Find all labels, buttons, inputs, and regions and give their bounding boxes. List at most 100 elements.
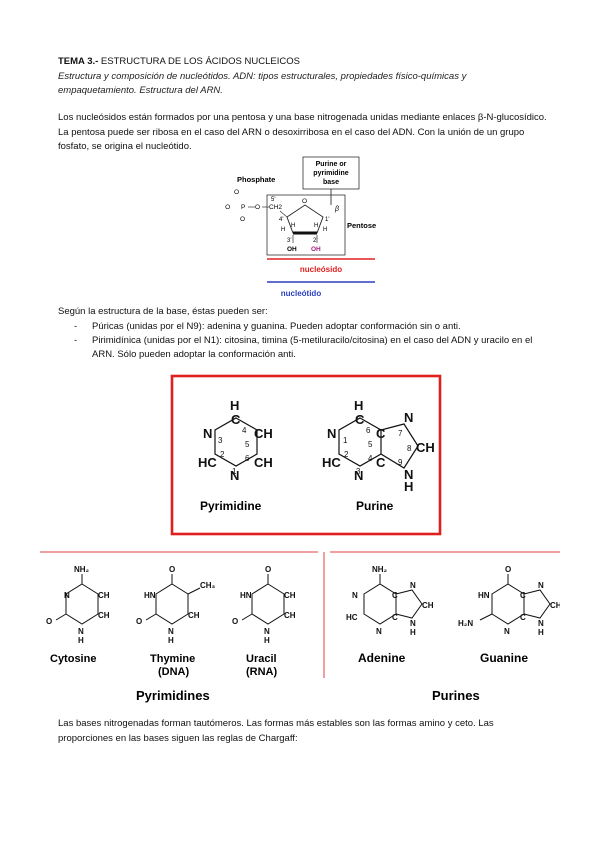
uracil-structure bbox=[241, 574, 285, 625]
svg-text:5: 5 bbox=[245, 440, 250, 449]
h-1prime: H bbox=[323, 227, 327, 233]
svg-text:N: N bbox=[264, 627, 270, 636]
guanine-structure bbox=[479, 574, 551, 625]
adenine-label: Adenine bbox=[358, 651, 406, 665]
svg-text:CH: CH bbox=[416, 440, 435, 455]
svg-text:O: O bbox=[505, 565, 511, 574]
svg-text:5: 5 bbox=[368, 440, 373, 449]
pos-2prime: 2' bbox=[313, 238, 317, 244]
svg-text:N: N bbox=[327, 426, 336, 441]
svg-text:H: H bbox=[354, 398, 363, 413]
c5-c4-bond bbox=[279, 210, 288, 218]
thymine-label: Thymine bbox=[150, 653, 195, 665]
svg-text:3: 3 bbox=[218, 436, 223, 445]
list-item-pirimidinicas: Pirimidínica (unidas por el N1): citosin… bbox=[74, 334, 554, 362]
svg-text:C: C bbox=[520, 591, 526, 600]
h-2prime: H bbox=[314, 223, 318, 229]
phosphate-o-bridge: O bbox=[255, 204, 260, 211]
svg-text:CH: CH bbox=[254, 455, 273, 470]
svg-text:NH₂: NH₂ bbox=[74, 565, 90, 574]
svg-text:9: 9 bbox=[398, 458, 403, 467]
svg-text:N: N bbox=[404, 467, 413, 482]
base-label-line3: base bbox=[323, 179, 339, 186]
section-subtitle: Estructura y composición de nucleótidos.… bbox=[58, 71, 467, 96]
svg-text:CH: CH bbox=[422, 601, 434, 610]
heading-title: ESTRUCTURA DE LOS ÁCIDOS NUCLEICOS bbox=[98, 56, 300, 67]
uracil-label: Uracil bbox=[246, 653, 277, 665]
svg-text:8: 8 bbox=[407, 444, 412, 453]
nucleotido-label: nucleótido bbox=[281, 289, 322, 298]
svg-text:N: N bbox=[410, 619, 416, 628]
beta-label: β bbox=[334, 206, 339, 213]
svg-text:O: O bbox=[169, 565, 175, 574]
svg-text:O: O bbox=[136, 617, 142, 626]
svg-text:CH: CH bbox=[550, 601, 560, 610]
section-heading: TEMA 3.- ESTRUCTURA DE LOS ÁCIDOS NUCLEI… bbox=[58, 56, 300, 67]
svg-text:C: C bbox=[392, 591, 398, 600]
oh-3prime: OH bbox=[287, 246, 297, 253]
svg-text:CH: CH bbox=[284, 591, 296, 600]
svg-text:N: N bbox=[354, 468, 363, 483]
svg-text:C: C bbox=[376, 426, 386, 441]
purines-label: Purines bbox=[432, 688, 480, 703]
svg-text:2: 2 bbox=[344, 450, 349, 459]
svg-text:HN: HN bbox=[144, 591, 156, 600]
svg-text:C: C bbox=[392, 613, 398, 622]
svg-text:N: N bbox=[168, 627, 174, 636]
svg-text:HN: HN bbox=[478, 591, 490, 600]
svg-text:CH: CH bbox=[98, 591, 110, 600]
svg-text:O: O bbox=[46, 617, 52, 626]
base-label-line2: pyrimidine bbox=[313, 170, 349, 177]
svg-text:N: N bbox=[410, 581, 416, 590]
svg-text:H₂N: H₂N bbox=[458, 619, 473, 628]
svg-text:6: 6 bbox=[245, 454, 250, 463]
ch2-label: CH2 bbox=[269, 204, 282, 211]
purine-label: Purine bbox=[356, 499, 394, 513]
phosphate-p: P bbox=[241, 204, 245, 211]
oh-2prime: OH bbox=[311, 246, 321, 253]
svg-text:7: 7 bbox=[398, 429, 403, 438]
pentose-label: Pentose bbox=[347, 221, 376, 230]
svg-text:H: H bbox=[78, 636, 84, 645]
svg-text:3: 3 bbox=[356, 467, 361, 476]
svg-text:N: N bbox=[78, 627, 84, 636]
pos-5prime: 5' bbox=[271, 197, 275, 203]
uracil-atoms: O HN CH CH O NH bbox=[232, 565, 296, 645]
ring-o: O bbox=[302, 198, 307, 205]
base-label-line1: Purine or bbox=[316, 161, 347, 168]
svg-text:C: C bbox=[231, 412, 241, 427]
svg-text:HC: HC bbox=[322, 455, 341, 470]
svg-text:CH₃: CH₃ bbox=[200, 581, 216, 590]
list-item-puricas: Púricas (unidas por el N9): adenina y gu… bbox=[74, 320, 554, 334]
nucleosido-label: nucleósido bbox=[300, 265, 342, 274]
svg-text:HN: HN bbox=[240, 591, 252, 600]
svg-text:C: C bbox=[355, 412, 365, 427]
pyrimidines-label: Pyrimidines bbox=[136, 688, 210, 703]
svg-text:N: N bbox=[376, 627, 382, 636]
guanine-label: Guanine bbox=[480, 651, 528, 665]
base-types-list: Púricas (unidas por el N9): adenina y gu… bbox=[74, 320, 554, 362]
svg-text:H: H bbox=[264, 636, 270, 645]
svg-text:N: N bbox=[230, 468, 239, 483]
ribose-ring bbox=[286, 204, 324, 234]
svg-text:N: N bbox=[538, 581, 544, 590]
paragraph-base-types: Según la estructura de la base, éstas pu… bbox=[58, 306, 268, 317]
svg-text:N: N bbox=[64, 591, 70, 600]
svg-text:N: N bbox=[203, 426, 212, 441]
svg-text:O: O bbox=[232, 617, 238, 626]
svg-text:N: N bbox=[504, 627, 510, 636]
svg-text:6: 6 bbox=[366, 426, 371, 435]
svg-text:NH₂: NH₂ bbox=[372, 565, 388, 574]
svg-text:O: O bbox=[265, 565, 271, 574]
cytosine-label: Cytosine bbox=[50, 653, 96, 665]
svg-text:H: H bbox=[230, 398, 239, 413]
pentose-box bbox=[266, 194, 346, 256]
svg-text:CH: CH bbox=[284, 611, 296, 620]
paragraph-tautomers: Las bases nitrogenadas forman tautómeros… bbox=[58, 718, 494, 744]
